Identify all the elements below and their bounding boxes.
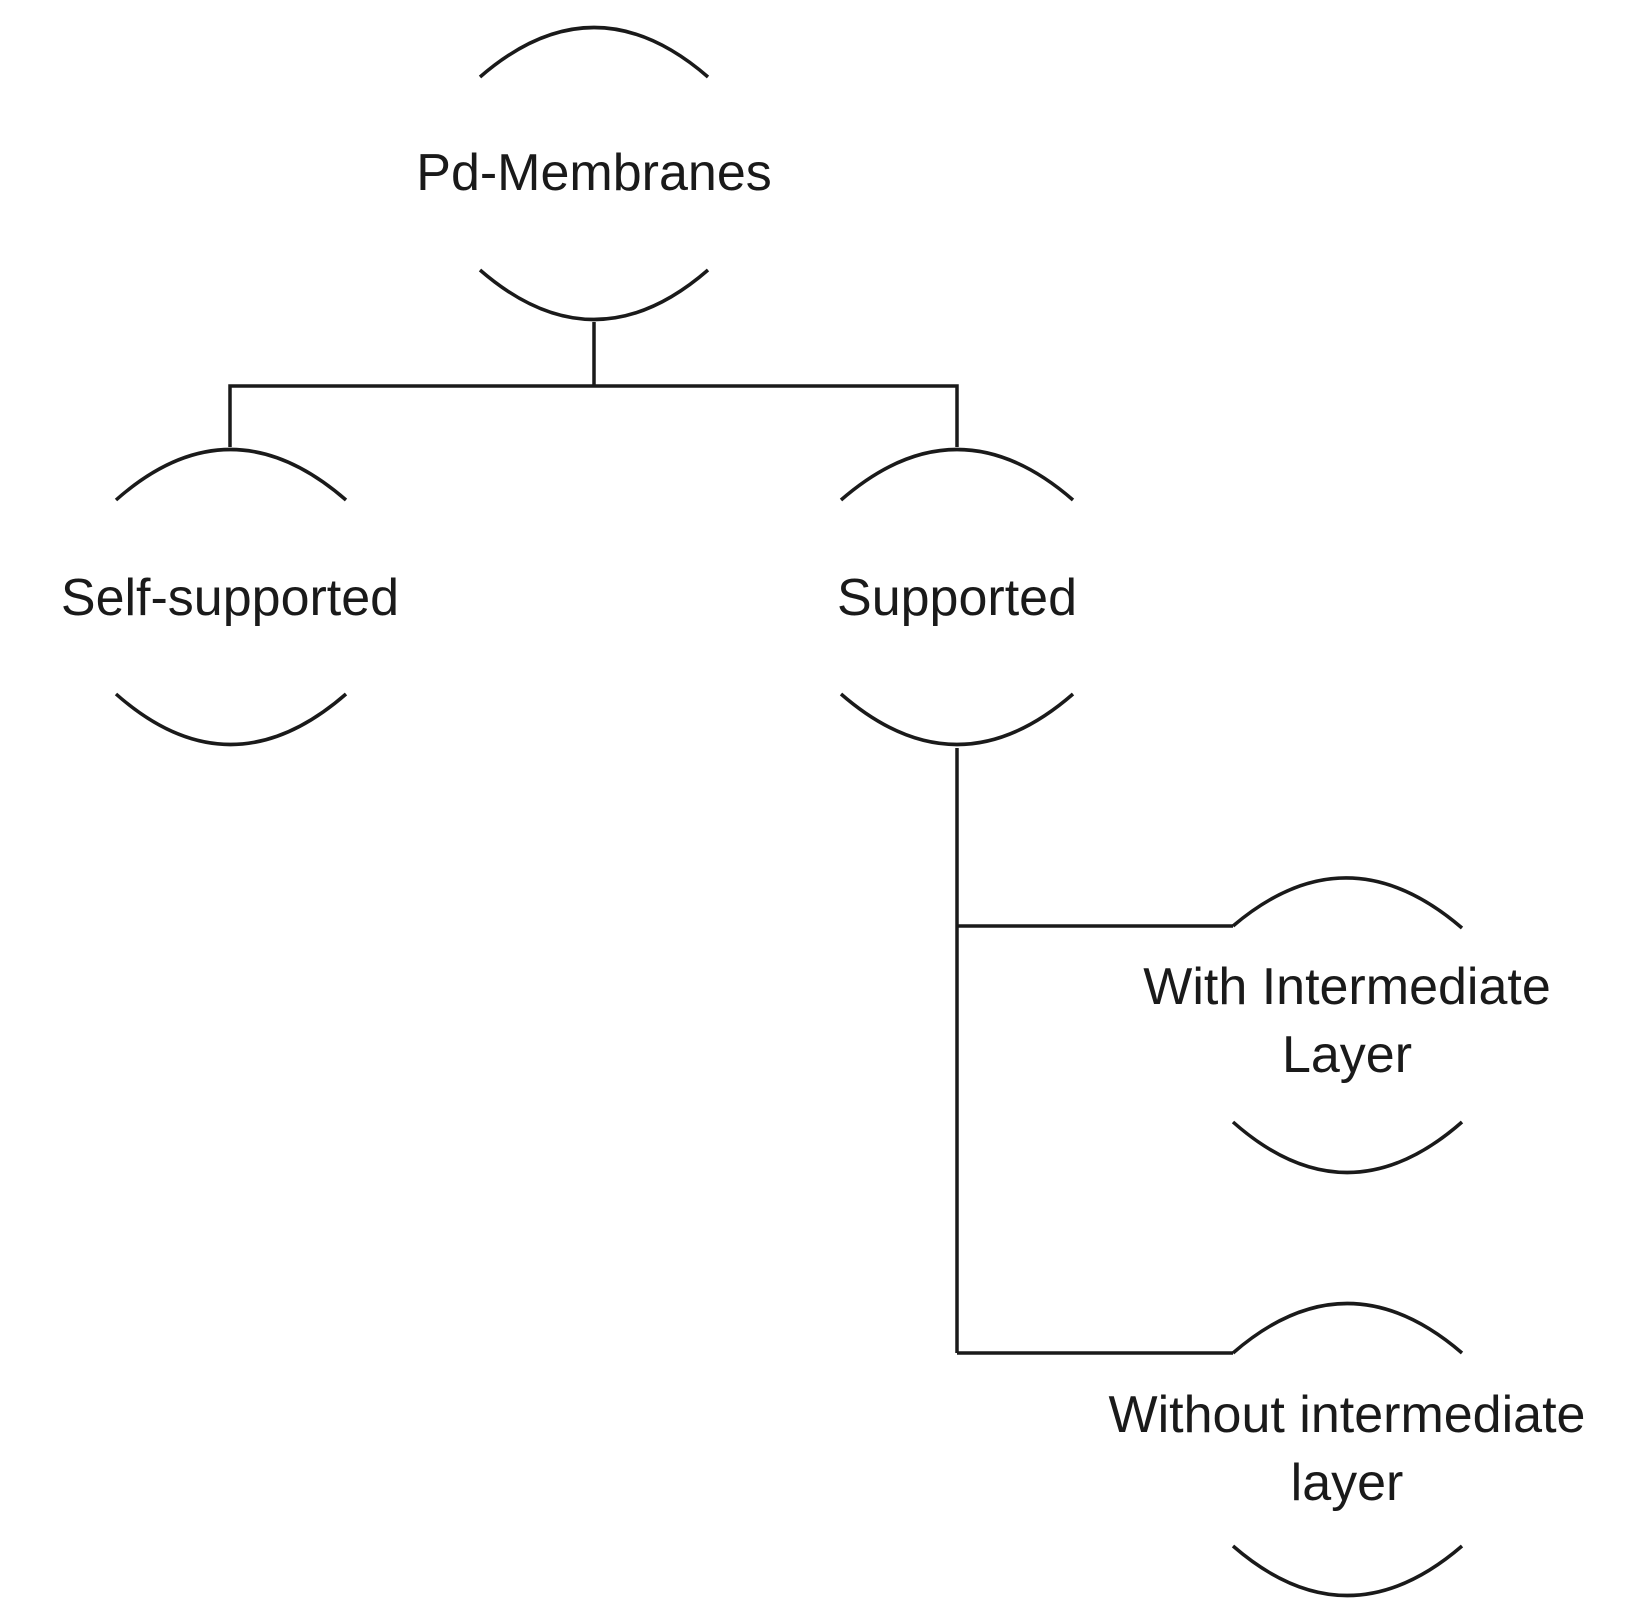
node-top-arc [114,447,348,502]
node-bottom-arc [478,268,710,322]
node-top-arc [478,25,710,79]
node-label-with-intermediate-line-2: Layer [1282,1026,1412,1084]
node-label-with-intermediate-line-1: With Intermediate [1143,958,1551,1016]
node-bottom-arc [114,692,348,747]
node-top-arc [1231,876,1464,930]
node-bottom-arc [1231,1120,1464,1175]
node-supported: Supported [837,447,1077,747]
node-label-self-supported: Self-supported [61,569,399,627]
node-label-supported: Supported [837,569,1077,627]
node-pd-membranes: Pd-Membranes [416,25,772,322]
node-label-without-intermediate-line-1: Without intermediate [1109,1386,1586,1444]
node-with-intermediate-layer: With Intermediate Layer [1143,876,1551,1175]
node-without-intermediate-layer: Without intermediate layer [1109,1301,1586,1598]
node-label-without-intermediate-line-2: layer [1291,1454,1404,1512]
node-self-supported: Self-supported [61,447,399,747]
node-label-pd-membranes: Pd-Membranes [416,144,771,202]
root-to-children-connector [228,322,959,447]
node-bottom-arc [839,692,1075,747]
node-top-arc [839,447,1075,502]
node-top-arc [1231,1301,1464,1355]
connectors [228,322,1233,1355]
supported-to-subtypes-connector [955,748,1233,1355]
node-bottom-arc [1231,1544,1464,1598]
